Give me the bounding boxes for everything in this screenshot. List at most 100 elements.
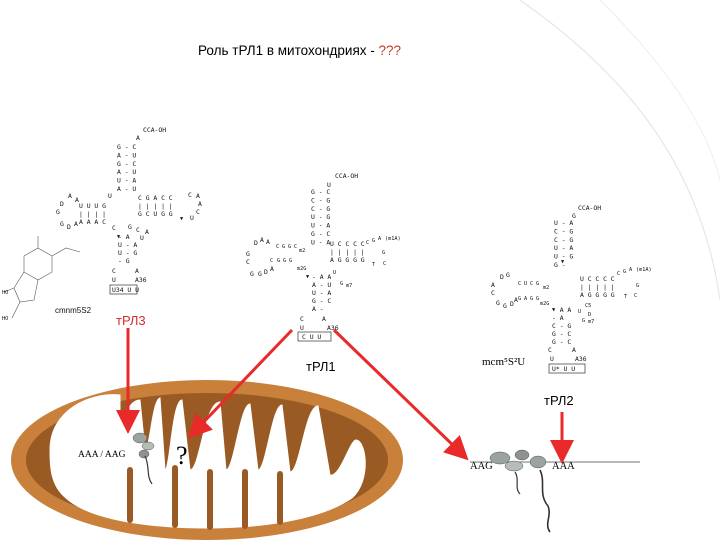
trna3-t-loop-2: A [198, 200, 202, 208]
trna1-d-top-2: G [288, 244, 291, 250]
trna1-acceptor-stem: G - CC - GC - GU - GU - AG - CU - A [311, 188, 330, 246]
trna3-u8: U [108, 192, 112, 200]
mito-cristae-folds [127, 465, 283, 530]
cmnm-label: cmnm5S2 [55, 306, 92, 315]
trna2-ac-pair-0: - A A [552, 306, 571, 314]
trna2-acceptor-stem: U - AC - GC - GU - AU - GG -▼ [554, 219, 573, 269]
trna2-ac-side-1: U [578, 309, 581, 315]
trna3-t-loop-1: A [196, 192, 200, 200]
trna2-d-bot-3: G [536, 296, 539, 302]
trna1-d-side-3: G [246, 250, 250, 258]
trna1-ac-side-0: G [340, 281, 343, 287]
trna3-cloverleaf: CCA-OH A G - CA - UG - CA - UU - AA - U … [56, 126, 202, 295]
label-codon-aaa: AAA [552, 461, 575, 472]
trna3-acceptor-end: CCA-OH [143, 126, 166, 134]
trna1-t-loop-4: G [382, 250, 385, 256]
trna1-ac-pair-2: U - A [312, 289, 331, 297]
trna1-ac-pair-4: A - [312, 305, 324, 313]
trna3-ac-loop-l-0: C [112, 267, 116, 275]
trna2-d-top-1: U [524, 281, 527, 287]
trna1-acc-pair-6: U - A [311, 238, 330, 246]
trna2-ac-loop-l-1: U [550, 355, 554, 363]
trna3-ac-top-4: U [140, 234, 144, 242]
trna3-d-row-1: | | | | [79, 210, 106, 218]
struct-text-1: HO [2, 290, 8, 296]
trna3-d-side-2: A [75, 196, 79, 204]
trna2-ac-pair-3: G - C [552, 330, 571, 338]
trna3-psi-mark: ▼ [180, 216, 184, 222]
slide-title: Роль тРЛ1 в митохондриях - ??? [198, 43, 401, 58]
trna3-acceptor-stem: G - CA - UG - CA - UU - AA - U [117, 143, 136, 193]
label-codon-aag: AAG [470, 461, 493, 472]
trna2-t-loop-2: A [629, 267, 633, 273]
trna1-d-top-0: C [276, 244, 279, 250]
trna1-ac-loop-r-1: A36 [327, 324, 339, 332]
trna1-t-loop-1: G [372, 238, 375, 244]
trna1-acc-pair-2: C - G [311, 205, 330, 213]
trna2-d-bot-1: A [524, 296, 528, 302]
trna3-ac-loop-l-1: U [112, 276, 116, 284]
trna1-d-side-2: A [266, 238, 270, 246]
trna3-ac-pair-1: U - A [118, 241, 137, 249]
trna2-t-loop-6: T [624, 294, 627, 300]
trna3-ac-pair-2: U - G [118, 249, 137, 257]
trna3-ac-loop-r-0: A [135, 267, 139, 275]
trna3-acc-pair-5: A - U [117, 185, 136, 193]
trna2-d-side-3: C [491, 289, 495, 297]
trna2-acceptor-end: CCA-OH [578, 204, 601, 212]
decor-curve-1 [519, 0, 720, 301]
trna3-d-row-0: U U U G [79, 202, 106, 210]
trna2-t-loop-0: C [617, 271, 620, 277]
trna1-acc-pair-1: C - G [311, 196, 330, 204]
ribosome-left [132, 432, 155, 485]
trna2-t-top: U C C C C [580, 275, 615, 283]
trna1-d-top-4: m2 [299, 248, 305, 254]
trna2-d-side-2: A [491, 281, 495, 289]
trna3-t-row-2: G C U G G [138, 210, 173, 218]
trna3-acc-pair-3: A - U [117, 168, 136, 176]
trna2-acc-pair-4: U - G [554, 253, 573, 261]
trna2-d-bot-2: G [530, 296, 533, 302]
trna1-acc-pair-5: G - C [311, 230, 330, 238]
trna3-d-row-2: A A A C [79, 218, 106, 226]
trna1-t-loop-0: C [366, 240, 369, 246]
trna2-psi-acc: ▼ [561, 259, 565, 265]
trna2-discriminator: G [572, 212, 576, 220]
trna1-d-side-1: A [260, 236, 264, 244]
label-trl1: тРЛ1 [306, 359, 336, 374]
trna2-d-bot-4: m2G [540, 301, 549, 307]
arrow-trl1-to-mito [187, 328, 294, 439]
trna2-acc-pair-3: U - A [554, 244, 573, 252]
struct-text-2: HO [2, 316, 8, 322]
trna2-ac-side-0: C5 [585, 303, 591, 309]
trna1-ac-pair-1: A - U [312, 281, 331, 289]
trna1-anticodon-box [297, 331, 332, 342]
trna1-d-side-6: G [258, 270, 262, 278]
trna2-t-loop-5: C [634, 293, 637, 299]
trna1-ac-loop-l-1: U [300, 324, 304, 332]
trna1-d-side-4: C [246, 258, 250, 266]
trna2-d-top-2: C [530, 281, 533, 287]
trna3-t-loop-4: U [190, 214, 194, 222]
trna2-cloverleaf: CCA-OH G U - AC - GC - GU - AU - GG -▼ U… [491, 204, 652, 374]
trna1-anticodon: C U U [302, 333, 321, 341]
trna2-ac-side-3: G [582, 318, 585, 324]
trna3-ac-pair-3: - G [118, 257, 130, 265]
slide-title-question-marks: ??? [378, 43, 402, 58]
trna1-ac-side-2: U [333, 270, 336, 276]
trna3-ac-top-0: C [112, 224, 116, 232]
trna1-acc-pair-4: U - A [311, 222, 330, 230]
trna1-acc-pair-3: U - G [311, 213, 330, 221]
trna2-t-loop-1: G [623, 269, 626, 275]
trna1-t-top: U C C C C [330, 240, 365, 248]
trna1-d-side-7: D [264, 268, 268, 276]
trna1-acceptor-end: CCA-OH [335, 172, 358, 180]
trna1-d-bot-2: G [283, 258, 286, 264]
